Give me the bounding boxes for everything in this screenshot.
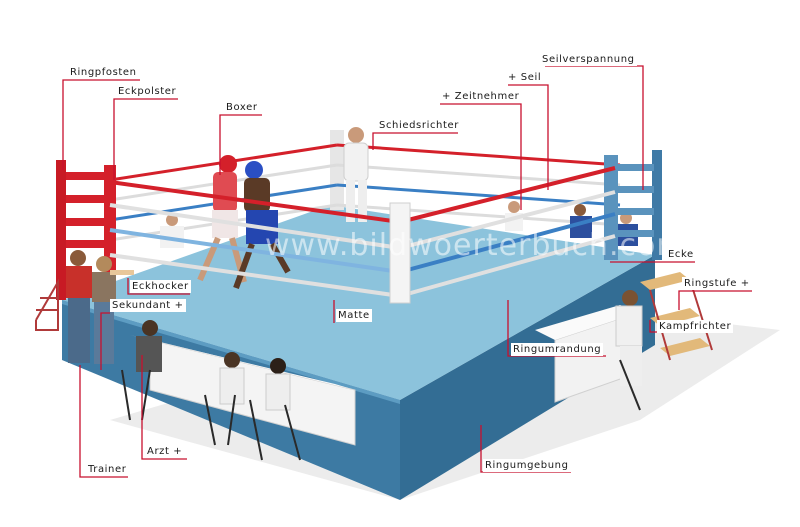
ring-steps-left [35,278,59,331]
leader-seilverspannung [545,65,644,190]
leader-kampfrichter [649,320,658,333]
judges-table-right [535,290,643,411]
leader-ringpfosten [62,79,140,170]
leader-boxer [219,114,262,175]
label-schiedsrichter: Schiedsrichter [377,119,461,132]
judges-table-left [121,320,356,461]
label-trainer: Trainer [86,463,129,476]
referee-figure [343,127,369,222]
leader-trainer [79,365,128,478]
leader-seil [508,84,549,190]
label-sekundant: Sekundant + [110,299,186,312]
label-matte: Matte [336,309,372,322]
ring-steps-right [640,272,713,361]
leader-schiedsrichter [372,132,458,150]
leader-eckhocker [127,278,190,295]
leader-arzt [141,355,187,460]
label-ecke: Ecke [666,248,696,261]
label-ringstufe: Ringstufe + [682,277,752,290]
label-arzt: Arzt + [145,445,185,458]
leader-ringumgebung [480,425,571,473]
ropes-front [109,166,616,298]
label-seilverspannung: Seilverspannung [540,53,637,66]
label-ringpfosten: Ringpfosten [68,66,139,79]
leader-zeitnehmer [440,103,522,210]
ring-post-front [389,202,411,304]
label-ringumrandung: Ringumrandung [511,343,604,356]
ring-post-back [330,130,344,210]
label-ringumgebung: Ringumgebung [483,459,571,472]
red-corner [56,160,116,300]
label-eckpolster: Eckpolster [116,85,179,98]
leader-ringstufe [678,290,752,310]
watermark: www.bildwoerterbuch.com [265,228,687,263]
label-boxer: Boxer [224,101,260,114]
label-seil: + Seil [506,71,544,84]
leader-ringumrandung [507,300,606,357]
blue-corner [604,150,662,260]
judge-left [160,214,184,248]
label-zeitnehmer: + Zeitnehmer [440,90,522,103]
label-kampfrichter: Kampfrichter [657,320,734,333]
leader-sekundant [100,312,110,370]
leader-eckpolster [113,98,178,180]
corner-team-left [66,250,134,364]
corner-stool [110,270,134,275]
label-eckhocker: Eckhocker [130,280,191,293]
